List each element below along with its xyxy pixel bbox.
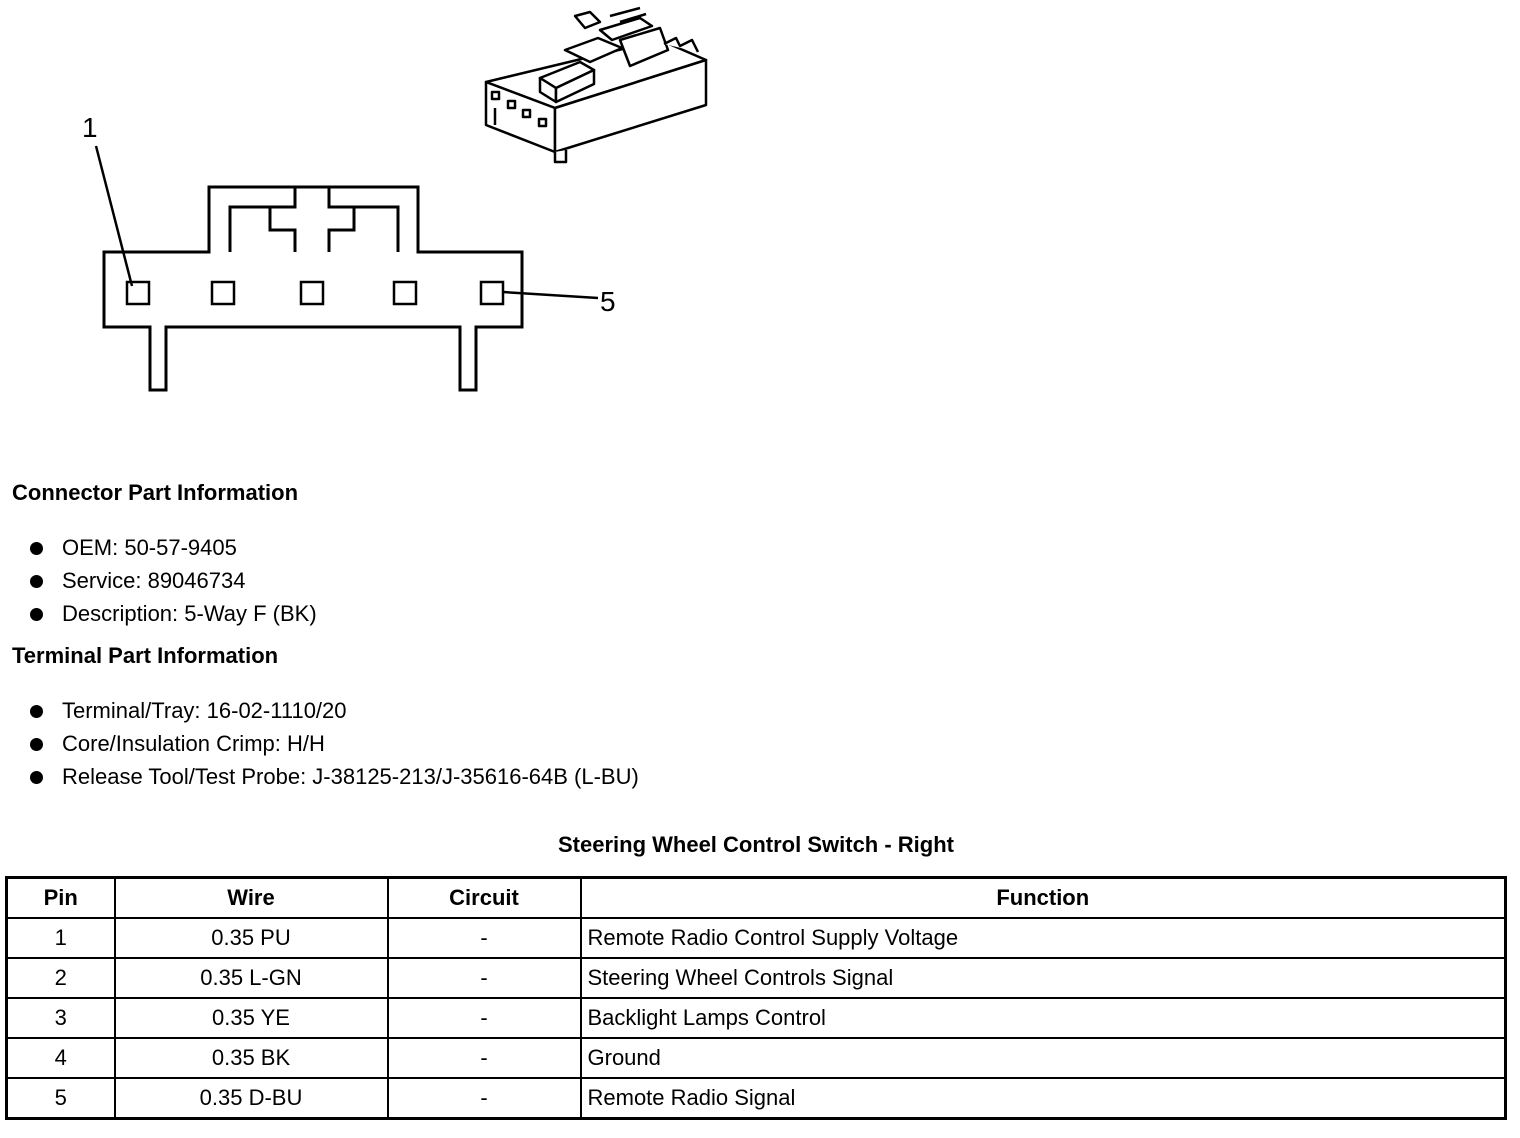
list-item: Release Tool/Test Probe: J-38125-213/J-3…: [28, 760, 639, 793]
callout-label-5: 5: [600, 286, 616, 317]
bullet-icon: [30, 738, 43, 751]
pin-table: Pin Wire Circuit Function 1 0.35 PU - Re…: [5, 876, 1507, 1120]
table-row: 5 0.35 D-BU - Remote Radio Signal: [5, 1077, 1507, 1120]
pin-cavity-4: [392, 280, 418, 306]
connector-3d-view: [484, 6, 708, 164]
table-header-row: Pin Wire Circuit Function: [5, 876, 1507, 919]
circuit-cell: -: [386, 1037, 582, 1079]
table-title: Steering Wheel Control Switch - Right: [558, 832, 954, 857]
function-cell: Backlight Lamps Control: [579, 997, 1507, 1039]
circuit-cell: -: [386, 1077, 582, 1120]
table-row: 2 0.35 L-GN - Steering Wheel Controls Si…: [5, 957, 1507, 999]
pin-cell: 1: [5, 917, 116, 959]
terminal-info-list: Terminal/Tray: 16-02-1110/20 Core/Insula…: [28, 694, 639, 793]
bullet-icon: [30, 608, 43, 621]
function-cell: Steering Wheel Controls Signal: [579, 957, 1507, 999]
list-item: Core/Insulation Crimp: H/H: [28, 727, 639, 760]
pin-cavity-2: [210, 280, 236, 306]
circuit-cell: -: [386, 917, 582, 959]
connector-info-heading: Connector Part Information: [12, 480, 299, 505]
list-item: Description: 5-Way F (BK): [28, 597, 317, 630]
function-cell: Ground: [579, 1037, 1507, 1079]
wire-cell: 0.35 D-BU: [113, 1077, 389, 1120]
column-header-pin: Pin: [5, 876, 116, 919]
function-cell: Remote Radio Control Supply Voltage: [579, 917, 1507, 959]
list-item: OEM: 50-57-9405: [28, 531, 317, 564]
callout-leader-5: [502, 290, 599, 300]
bullet-icon: [30, 542, 43, 555]
connector-info-list: OEM: 50-57-9405 Service: 89046734 Descri…: [28, 531, 317, 630]
list-item: Service: 89046734: [28, 564, 317, 597]
pin-cavity-3: [299, 280, 325, 306]
wire-cell: 0.35 BK: [113, 1037, 389, 1079]
wire-cell: 0.35 YE: [113, 997, 389, 1039]
callout-leader-1: [94, 145, 134, 287]
pin-cell: 3: [5, 997, 116, 1039]
wire-cell: 0.35 PU: [113, 917, 389, 959]
column-header-wire: Wire: [113, 876, 389, 919]
column-header-circuit: Circuit: [386, 876, 582, 919]
connector-latch-inner: [228, 187, 400, 252]
callout-label-1: 1: [82, 112, 98, 143]
column-header-function: Function: [579, 876, 1507, 919]
table-row: 1 0.35 PU - Remote Radio Control Supply …: [5, 917, 1507, 959]
pin-cell: 2: [5, 957, 116, 999]
wire-cell: 0.35 L-GN: [113, 957, 389, 999]
pin-cell: 4: [5, 1037, 116, 1079]
connector-diagram: 1 5: [82, 6, 708, 392]
circuit-cell: -: [386, 957, 582, 999]
pin-cavity-1: [125, 280, 151, 306]
table-row: 3 0.35 YE - Backlight Lamps Control: [5, 997, 1507, 1039]
connector-latch-cross: [268, 207, 356, 252]
bullet-icon: [30, 771, 43, 784]
table-row: 4 0.35 BK - Ground: [5, 1037, 1507, 1079]
bullet-icon: [30, 575, 43, 588]
list-item: Terminal/Tray: 16-02-1110/20: [28, 694, 639, 727]
terminal-info-heading: Terminal Part Information: [12, 643, 279, 668]
circuit-cell: -: [386, 997, 582, 1039]
pin-cavity-5: [479, 280, 505, 306]
bullet-icon: [30, 705, 43, 718]
function-cell: Remote Radio Signal: [579, 1077, 1507, 1120]
pin-cell: 5: [5, 1077, 116, 1120]
